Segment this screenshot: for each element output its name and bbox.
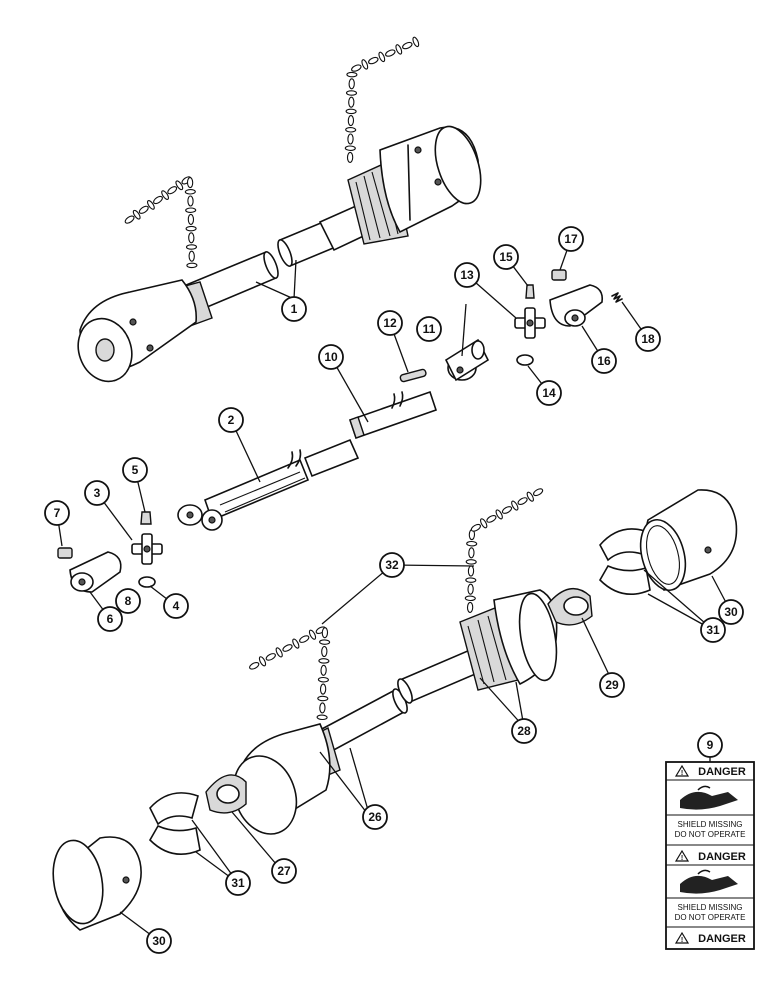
upper-left-safety-chain xyxy=(124,176,198,269)
snap-ring-14 xyxy=(516,354,534,366)
cross-kit-3 xyxy=(131,511,163,588)
bearing-27 xyxy=(205,774,247,814)
callout-10: 10 xyxy=(318,344,344,370)
svg-text:2: 2 xyxy=(228,413,235,427)
pin-18 xyxy=(611,292,623,303)
callout-3: 3 xyxy=(84,480,110,506)
callout-2: 2 xyxy=(218,407,244,433)
upper-right-safety-chain xyxy=(344,36,420,163)
inner-yoke-shaft xyxy=(177,438,360,531)
danger-label: DANGER xyxy=(698,766,746,778)
warning-triangle-icon: ! xyxy=(674,931,690,944)
callout-16: 16 xyxy=(591,348,617,374)
upper-driveline-assembly xyxy=(77,36,482,383)
callout-7: 7 xyxy=(44,500,70,526)
grease-fitting-5 xyxy=(140,511,152,525)
cross-bearing-kit xyxy=(514,284,546,366)
callout-6: 6 xyxy=(97,606,123,632)
svg-text:32: 32 xyxy=(385,558,399,572)
danger-decal: ! DANGER SHIELD MISSING DO NOT OPERATE !… xyxy=(665,757,755,950)
yoke-6 xyxy=(57,547,129,601)
svg-text:17: 17 xyxy=(564,232,578,246)
callout-5: 5 xyxy=(122,457,148,483)
half-bearings-31-upper xyxy=(599,528,651,596)
bearing-29 xyxy=(547,587,593,626)
shield-cone-30-lower xyxy=(52,836,142,931)
warning-text: SHIELD MISSING xyxy=(678,903,743,912)
yoke-16 xyxy=(549,269,623,327)
svg-text:5: 5 xyxy=(132,463,139,477)
callout-9: 9 xyxy=(697,732,723,758)
svg-text:8: 8 xyxy=(125,594,132,608)
callout-13: 13 xyxy=(454,262,480,288)
callout-27: 27 xyxy=(271,858,297,884)
warning-triangle-icon: ! xyxy=(674,764,690,777)
svg-text:15: 15 xyxy=(499,250,513,264)
lower-left-safety-chain xyxy=(249,626,331,721)
callout-4: 4 xyxy=(163,593,189,619)
half-bearings-31-lower xyxy=(149,792,201,856)
svg-text:7: 7 xyxy=(54,506,61,520)
svg-text:3: 3 xyxy=(94,486,101,500)
callout-31-upper: 31 xyxy=(700,617,726,643)
warning-text: DO NOT OPERATE xyxy=(675,913,746,922)
svg-text:10: 10 xyxy=(324,350,338,364)
grease-fitting-15 xyxy=(525,284,535,299)
callout-28: 28 xyxy=(511,718,537,744)
warning-text: DO NOT OPERATE xyxy=(675,830,746,839)
svg-text:1: 1 xyxy=(291,302,298,316)
roll-pin-12 xyxy=(399,368,427,383)
callout-8: 8 xyxy=(115,588,141,614)
lower-driveline-assembly xyxy=(232,488,558,835)
callout-14: 14 xyxy=(536,380,562,406)
snap-ring-4 xyxy=(138,576,156,588)
callout-1: 1 xyxy=(281,296,307,322)
callout-29: 29 xyxy=(599,672,625,698)
callout-30-upper: 30 xyxy=(718,599,744,625)
svg-text:4: 4 xyxy=(173,599,180,613)
svg-text:13: 13 xyxy=(460,268,474,282)
shield-cone-30-upper xyxy=(639,489,738,591)
svg-text:!: ! xyxy=(681,770,683,777)
svg-text:31: 31 xyxy=(231,876,245,890)
svg-text:!: ! xyxy=(681,855,683,862)
callout-11: 11 xyxy=(416,316,442,342)
svg-text:11: 11 xyxy=(423,322,436,336)
svg-text:6: 6 xyxy=(107,612,114,626)
svg-text:9: 9 xyxy=(707,738,714,752)
svg-text:!: ! xyxy=(681,937,683,944)
danger-label: DANGER xyxy=(698,933,746,945)
bolt-17 xyxy=(551,269,567,281)
inner-tube-section xyxy=(348,390,438,440)
svg-text:31: 31 xyxy=(706,623,720,637)
callout-30-lower: 30 xyxy=(146,928,172,954)
yoke-11 xyxy=(444,338,490,382)
callout-32: 32 xyxy=(379,552,405,578)
svg-text:28: 28 xyxy=(517,724,531,738)
svg-text:30: 30 xyxy=(724,605,738,619)
svg-text:30: 30 xyxy=(152,934,166,948)
callout-17: 17 xyxy=(558,226,584,252)
warning-triangle-icon: ! xyxy=(674,849,690,862)
callout-12: 12 xyxy=(377,310,403,336)
entanglement-pictogram-icon xyxy=(680,869,738,894)
svg-text:16: 16 xyxy=(597,354,611,368)
callout-26: 26 xyxy=(362,804,388,830)
entanglement-pictogram-icon xyxy=(680,785,738,810)
lower-right-safety-chain xyxy=(464,488,544,613)
bolt-7 xyxy=(57,547,73,559)
callout-18: 18 xyxy=(635,326,661,352)
danger-label: DANGER xyxy=(698,851,746,863)
warning-text: SHIELD MISSING xyxy=(678,820,743,829)
svg-text:29: 29 xyxy=(605,678,619,692)
callout-15: 15 xyxy=(493,244,519,270)
svg-text:18: 18 xyxy=(641,332,655,346)
svg-text:14: 14 xyxy=(542,386,556,400)
svg-text:12: 12 xyxy=(383,316,397,330)
leader-lines xyxy=(56,238,732,942)
svg-text:26: 26 xyxy=(368,810,382,824)
svg-text:27: 27 xyxy=(277,864,291,878)
callout-31-lower: 31 xyxy=(225,870,251,896)
